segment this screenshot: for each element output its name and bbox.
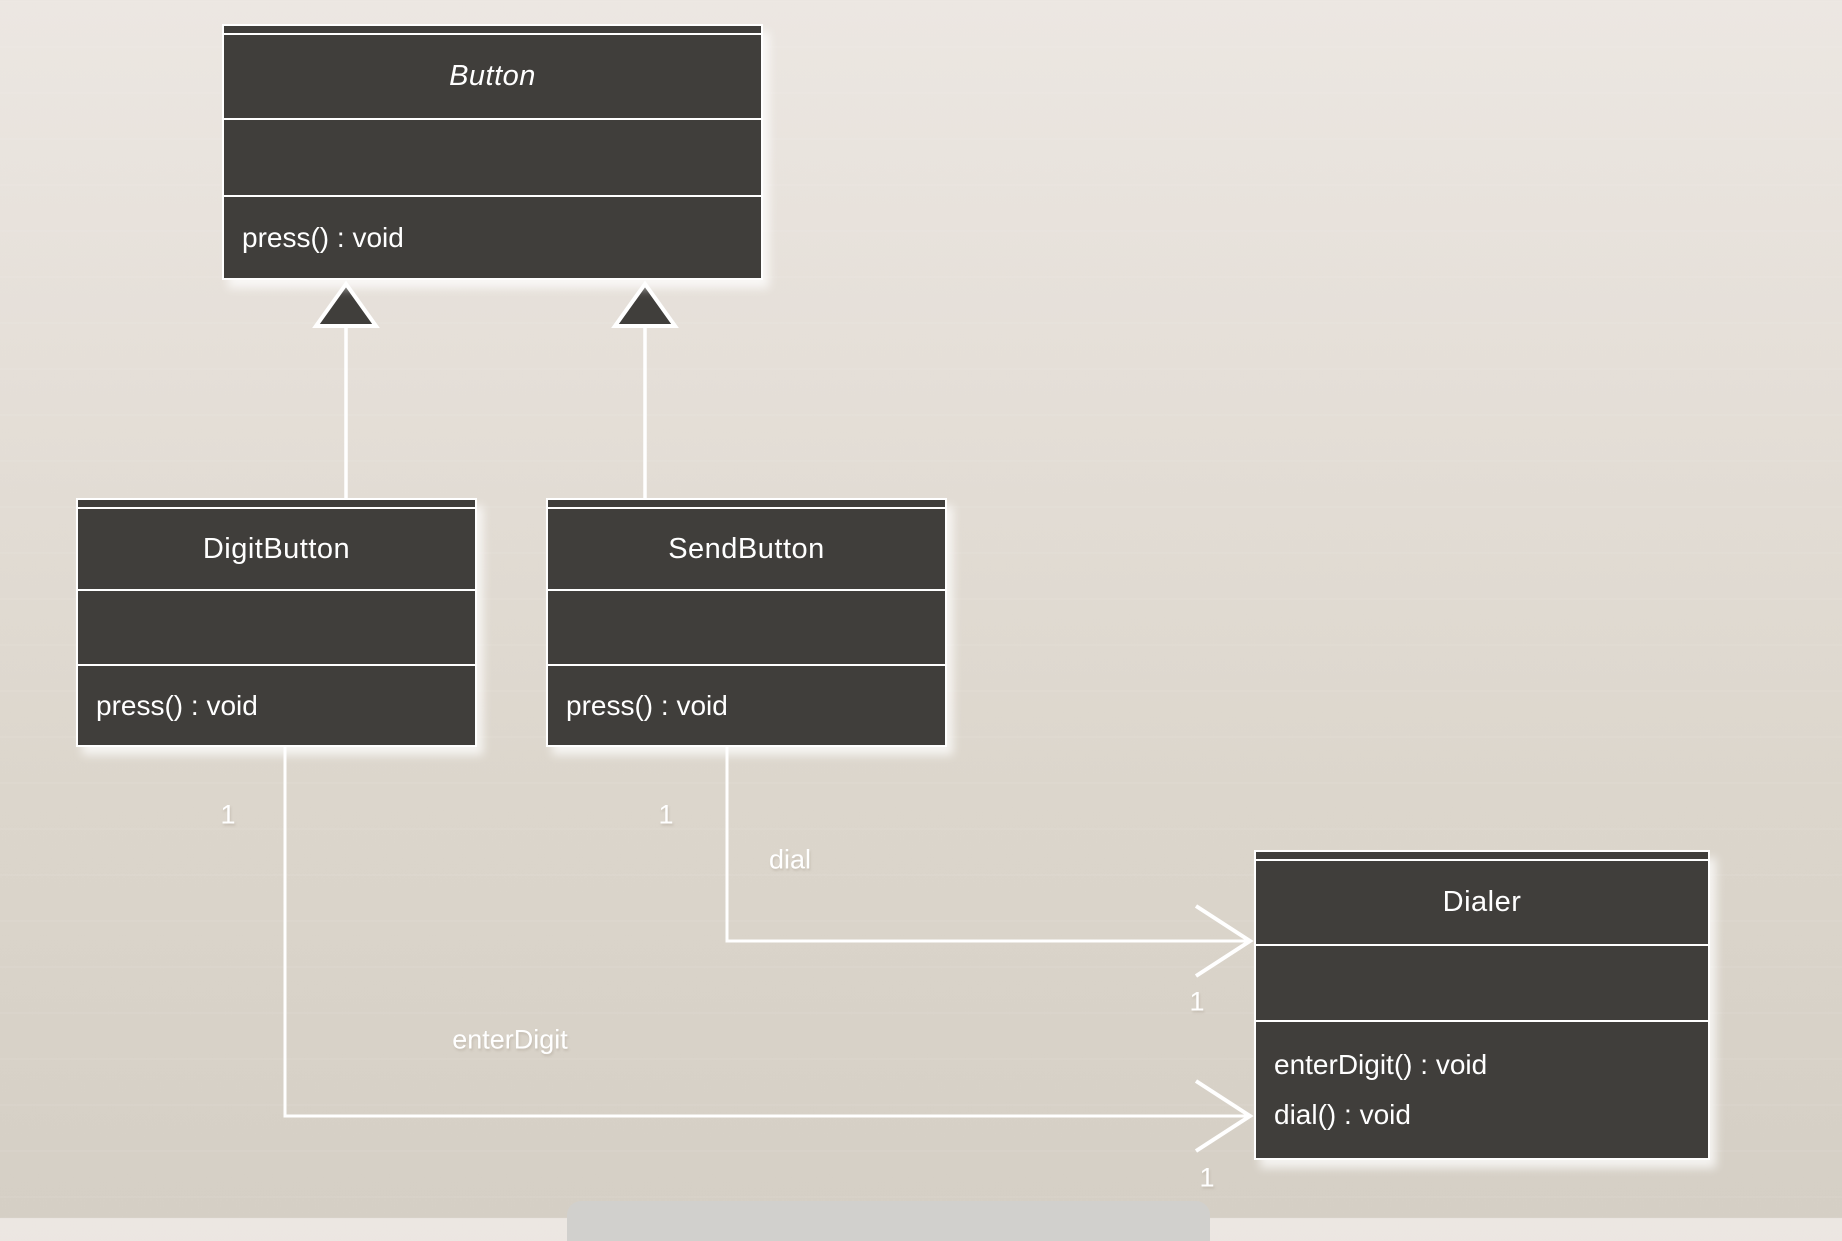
class-name-button: Button <box>224 35 761 120</box>
association-digitbutton-to-dialer[interactable] <box>283 746 1254 1153</box>
multiplicity-digitbutton-end: 1 <box>220 799 236 830</box>
multiplicity-dialer-end-enterdigit: 1 <box>1199 1162 1215 1193</box>
class-top-strip <box>224 26 761 35</box>
attributes-compartment-button <box>224 120 761 197</box>
class-box-dialer[interactable]: Dialer enterDigit() : void dial() : void <box>1254 850 1710 1160</box>
class-name-dialer: Dialer <box>1256 861 1708 946</box>
class-top-strip <box>78 500 475 509</box>
class-box-digitbutton[interactable]: DigitButton press() : void <box>76 498 477 747</box>
class-name-text: DigitButton <box>202 532 351 565</box>
operations-compartment-digitbutton: press() : void <box>78 666 475 745</box>
class-top-strip <box>548 500 945 509</box>
association-label-enterdigit: enterDigit <box>452 1024 568 1055</box>
operation-text: dial() : void <box>1274 1099 1411 1130</box>
generalization-digitbutton-to-button[interactable] <box>312 280 380 499</box>
open-arrowhead <box>1194 1079 1254 1153</box>
attributes-compartment-digitbutton <box>78 591 475 666</box>
hollow-triangle-arrowhead <box>312 280 380 328</box>
class-box-button[interactable]: Button press() : void <box>222 24 763 280</box>
hollow-triangle-arrowhead <box>611 280 679 328</box>
class-top-strip <box>1256 852 1708 861</box>
class-name-text: SendButton <box>668 532 825 565</box>
class-name-text: Dialer <box>1442 886 1522 918</box>
class-name-digitbutton: DigitButton <box>78 509 475 591</box>
operations-compartment-sendbutton: press() : void <box>548 666 945 745</box>
operation-text: press() : void <box>242 221 404 253</box>
operation-text: enterDigit() : void <box>1274 1049 1488 1080</box>
association-label-dial: dial <box>768 844 812 875</box>
generalization-sendbutton-to-button[interactable] <box>611 280 679 499</box>
multiplicity-dialer-end-dial: 1 <box>1189 986 1205 1017</box>
class-name-text: Button <box>449 60 536 92</box>
multiplicity-sendbutton-end: 1 <box>658 799 674 830</box>
open-arrowhead <box>1194 904 1254 978</box>
operations-compartment-dialer: enterDigit() : void dial() : void <box>1256 1022 1708 1158</box>
attributes-compartment-sendbutton <box>548 591 945 666</box>
class-box-sendbutton[interactable]: SendButton press() : void <box>546 498 947 747</box>
operation-text: press() : void <box>96 689 258 721</box>
bottom-partial-shape <box>567 1201 1210 1241</box>
operations-compartment-button: press() : void <box>224 197 761 278</box>
operation-text: press() : void <box>566 689 728 721</box>
class-name-sendbutton: SendButton <box>548 509 945 591</box>
attributes-compartment-dialer <box>1256 946 1708 1022</box>
